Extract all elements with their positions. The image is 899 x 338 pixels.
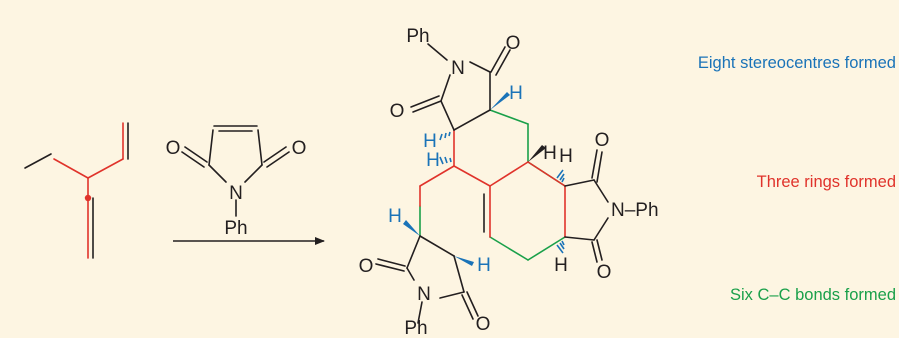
product-molecule: Ph N O O H H H H H O N–Ph O H H O H N O … (359, 26, 659, 338)
product-h-top-right: H (509, 83, 523, 104)
maleimide-n-label: N (229, 183, 243, 204)
product-h-right-top-b: H (559, 146, 573, 167)
product-ph-bottom: Ph (404, 318, 427, 338)
hash-bond-top-left (439, 131, 451, 141)
product-n-bottom: N (417, 284, 431, 305)
product-o-right-top: O (595, 130, 610, 151)
product-h-top-left: H (423, 131, 437, 152)
wedge-bond-left (403, 220, 420, 236)
hash-bond-right-bottom (556, 240, 565, 254)
product-o-left-bottom: O (359, 256, 374, 277)
hash-bond-mid-left (439, 156, 452, 165)
product-o-right-bottom: O (597, 262, 612, 283)
product-o-top-left: O (390, 101, 405, 122)
wedge-bond-bottom (454, 256, 474, 266)
wedge-bond-top (490, 92, 510, 110)
product-ph-top: Ph (406, 26, 429, 47)
caption-stereocentres: Eight stereocentres formed (698, 54, 896, 72)
product-h-bottom: H (477, 255, 491, 276)
caption-rings: Three rings formed (757, 173, 896, 191)
product-n-top: N (451, 58, 465, 79)
vinylallene-reactant (24, 122, 129, 259)
product-h-right-top-a: H (543, 143, 557, 164)
hash-bond-right (556, 169, 565, 183)
wedge-bond-right-top (528, 145, 546, 162)
maleimide-reagent: N O O Ph (166, 125, 307, 239)
maleimide-ph-label: Ph (224, 218, 247, 239)
product-h-right-bottom: H (554, 255, 568, 276)
product-o-top: O (506, 33, 521, 54)
maleimide-o-left: O (166, 138, 181, 159)
product-n-ph-right: N–Ph (611, 200, 659, 221)
product-o-bottom: O (476, 314, 491, 335)
caption-bonds: Six C–C bonds formed (730, 286, 896, 304)
product-h-mid-left: H (426, 150, 440, 171)
maleimide-o-right: O (292, 138, 307, 159)
product-h-left: H (388, 206, 402, 227)
